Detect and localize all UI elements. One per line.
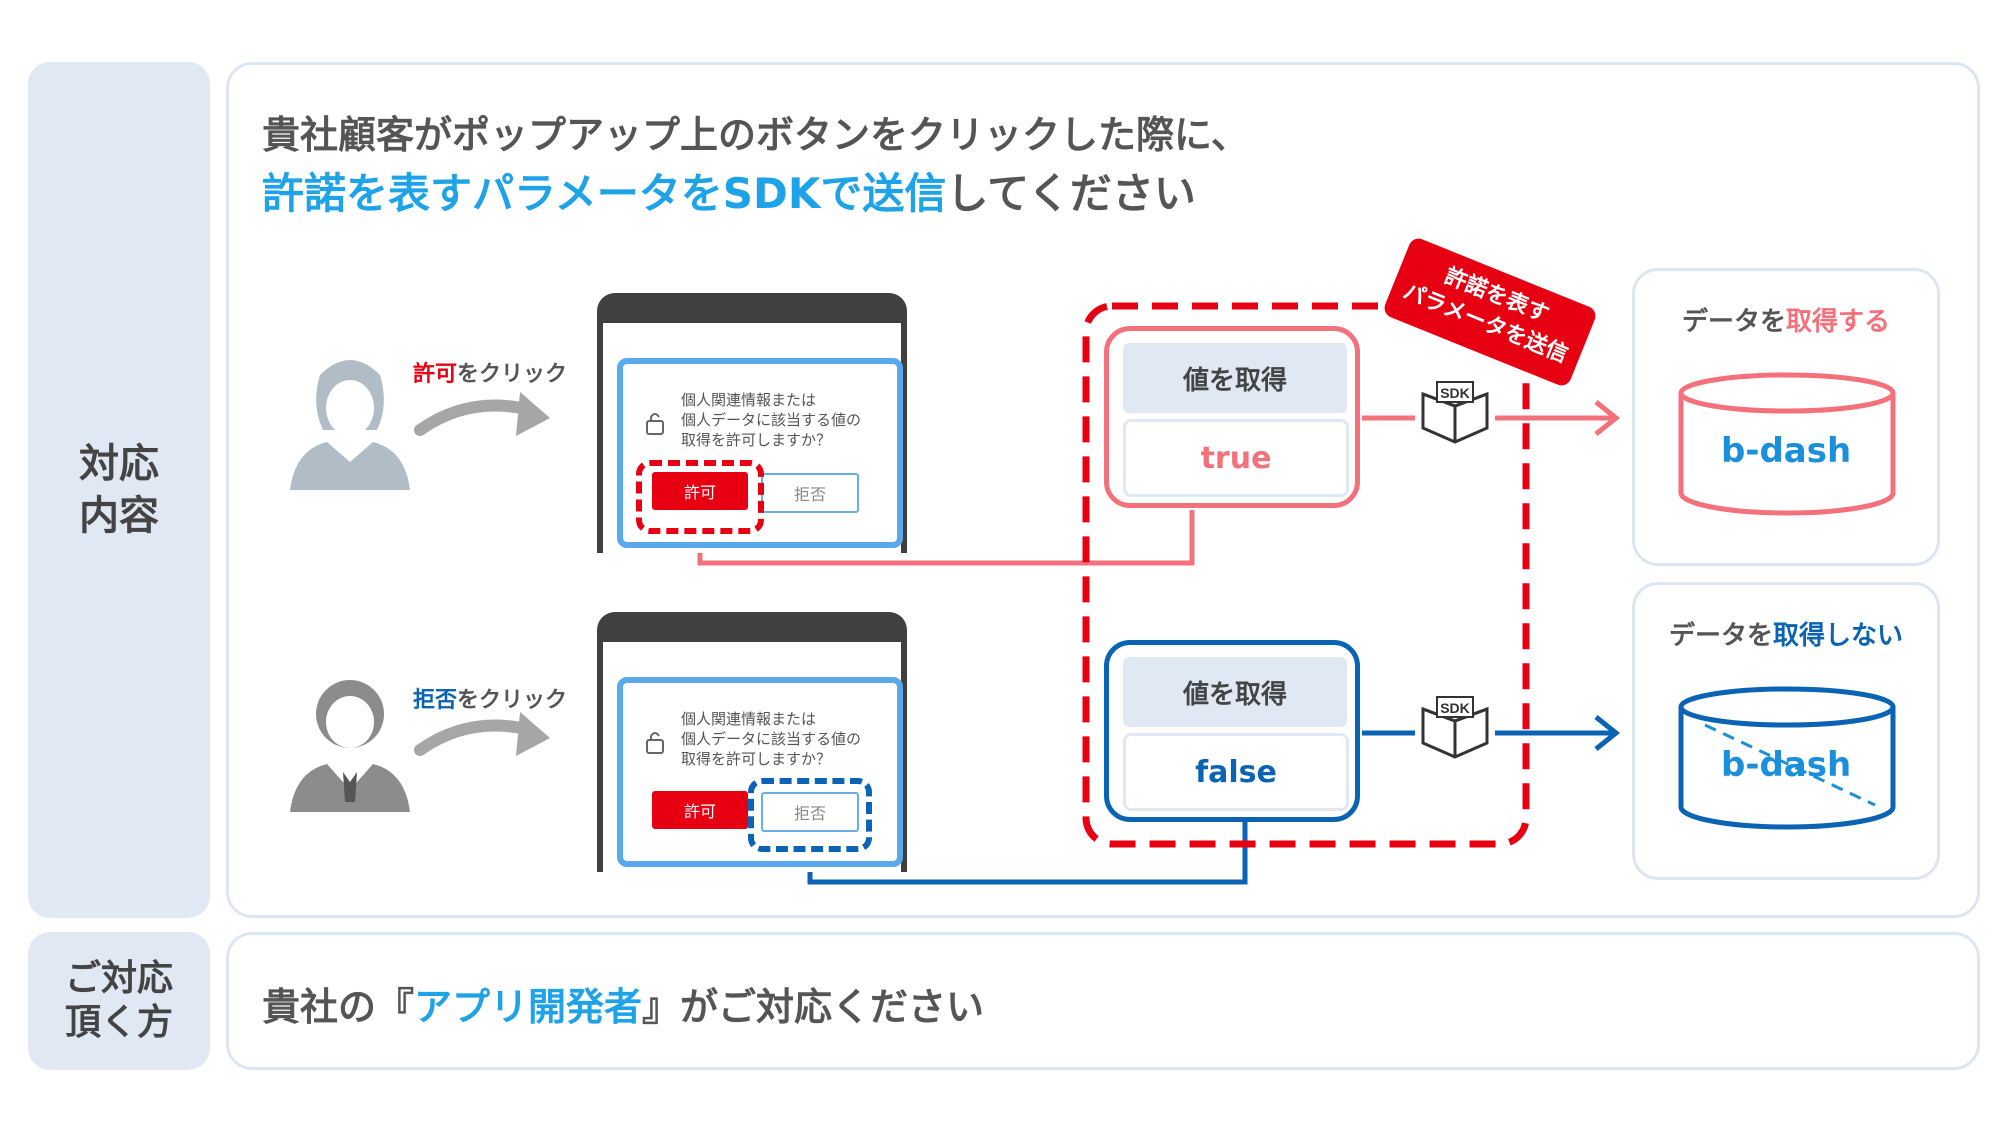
popup-line: 取得を許可しますか？ [681,431,832,449]
heading-accent: 許諾を表すパラメータをSDKで送信 [262,169,947,218]
section-label-content: 対応 内容 [28,62,210,918]
popup-line: 取得を許可しますか？ [681,750,832,768]
bdash-logo: b-dash [1721,745,1852,785]
heading-line-1: 貴社顧客がポップアップ上のボタンをクリックした際に、 [262,113,1249,157]
allow-button[interactable]: 許可 [652,791,748,829]
lock-icon [646,413,664,435]
popup-message: 個人関連情報または 個人データに該当する値の 取得を許可しますか？ [681,709,861,769]
false-value: false [1123,733,1349,811]
allow-click-rest: をクリック [457,362,568,387]
result-prefix: データを [1668,621,1773,651]
heading-line-2: 許諾を表すパラメータをSDKで送信してください [262,160,1196,221]
popup-line: 個人関連情報または [681,391,817,409]
label-line: ご対応 [64,958,173,999]
consent-popup-allow: 個人関連情報または 個人データに該当する値の 取得を許可しますか？ 許可 拒否 [617,358,903,548]
result-noget-title: データを取得しない [1635,615,1937,652]
heading-rest: してください [946,169,1196,218]
result-noget-box: データを取得しない b-dash [1632,582,1940,880]
allow-button[interactable]: 許可 [652,472,748,510]
bottom-suffix: 』がご対応ください [642,985,985,1029]
label-line: 内容 [79,493,159,539]
true-value: true [1123,419,1349,497]
result-prefix: データを [1681,307,1786,337]
responsible-panel [226,932,1980,1070]
database-icon [1678,372,1896,516]
strike-line [1704,723,1876,807]
label-line: 対応 [79,441,159,487]
get-value-label: 値を取得 [1123,657,1347,727]
deny-click-label: 拒否をクリック [413,682,567,714]
deny-click-accent: 拒否 [413,688,458,713]
popup-message: 個人関連情報または 個人データに該当する値の 取得を許可しますか？ [681,390,861,450]
consent-popup-deny: 個人関連情報または 個人データに該当する値の 取得を許可しますか？ 許可 拒否 [617,677,903,867]
false-value-box: 値を取得 false [1104,640,1360,822]
sdk-text: SDK [1440,700,1470,716]
responsible-text: 貴社の『アプリ開発者』がご対応ください [262,976,984,1031]
result-accent: 取得する [1786,307,1891,337]
result-accent: 取得しない [1773,621,1904,651]
bottom-prefix: 貴社の『 [262,985,415,1029]
deny-click-rest: をクリック [457,688,568,713]
sdk-box-icon: SDK [1415,695,1495,771]
popup-line: 個人関連情報または [681,710,817,728]
allow-click-label: 許可をクリック [413,356,567,388]
allow-highlight [636,460,764,534]
get-value-label: 値を取得 [1123,343,1347,413]
section-label-responsible: ご対応 頂く方 [28,932,210,1070]
popup-line: 個人データに該当する値の [681,730,862,748]
result-get-title: データを取得する [1635,301,1937,338]
user-female-icon [290,360,410,490]
popup-line: 個人データに該当する値の [681,411,862,429]
deny-button[interactable]: 拒否 [761,792,859,832]
sdk-box-icon: SDK [1415,380,1495,456]
result-get-box: データを取得する b-dash [1632,268,1940,566]
label-line: 頂く方 [64,1002,173,1043]
lock-icon [646,732,664,754]
deny-highlight [748,778,872,852]
allow-click-accent: 許可 [413,362,458,387]
user-male-icon [290,680,410,812]
sdk-text: SDK [1440,385,1470,401]
deny-button[interactable]: 拒否 [761,473,859,513]
true-value-box: 値を取得 true [1104,326,1360,508]
bdash-logo: b-dash [1721,431,1852,471]
bottom-accent: アプリ開発者 [414,985,643,1029]
